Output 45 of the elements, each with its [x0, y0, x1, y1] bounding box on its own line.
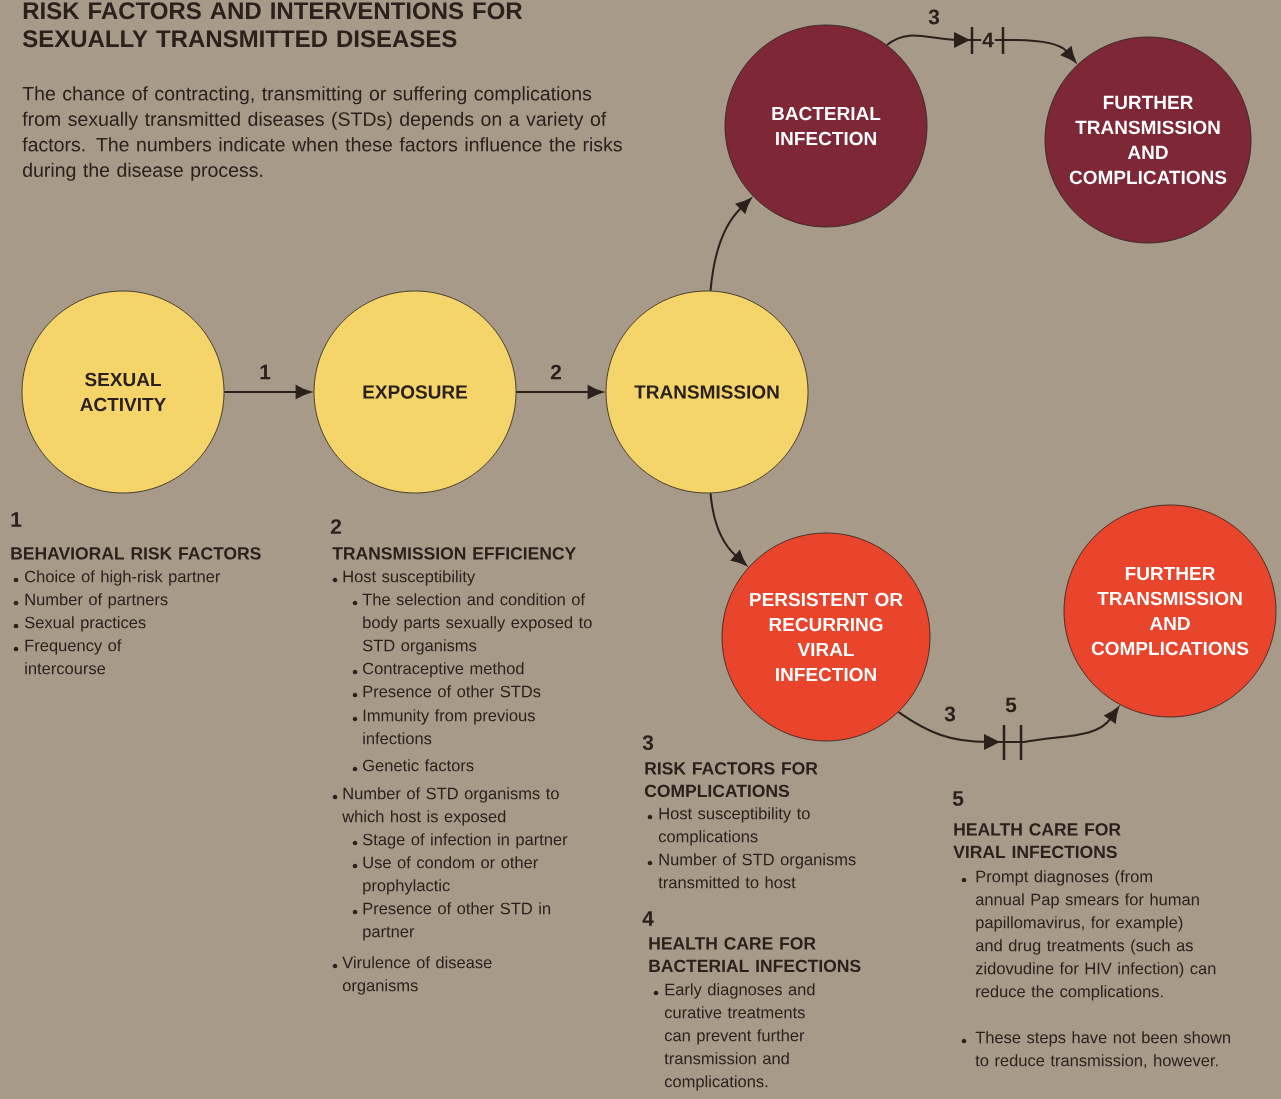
- list-item: Stage of infection in partner: [352, 833, 568, 849]
- list-item: Presence of other STDs: [352, 685, 541, 698]
- list-item: Use of condom or other prophylactic: [352, 856, 538, 895]
- list-item: Presence of other STD in partner: [352, 902, 551, 941]
- circle-node: EXPOSURE: [313, 290, 517, 494]
- section-heading: HEALTH CARE FOR VIRAL INFECTIONS: [953, 823, 1121, 859]
- list-item: The selection and condition of body parts sexually exposed to STD organisms: [352, 593, 592, 655]
- arrow: [886, 27, 1077, 63]
- step-number: 4: [642, 911, 654, 926]
- circle-node: TRANSMISSION: [605, 290, 809, 494]
- list-item: Number of partners: [13, 593, 168, 609]
- step-number: 3: [642, 735, 654, 751]
- title: RISK FACTORS AND INTERVENTIONS FOR SEXUALLY TRANSMITTED DISEASES: [22, 2, 523, 48]
- section-heading: TRANSMISSION EFFICIENCY: [332, 547, 576, 560]
- list-item: Immunity from previous infections: [352, 709, 535, 745]
- arrow: [515, 385, 603, 399]
- list-item: Host susceptibility: [332, 570, 476, 586]
- list-item: Number of STD organisms to which host is exposed: [332, 787, 559, 826]
- step-number: 2: [330, 519, 342, 534]
- step-number: 1: [11, 512, 22, 527]
- arrow: [709, 198, 752, 292]
- list-item: Early diagnoses and curative treatments can prevent further transmission and complications.: [653, 983, 815, 1091]
- step-number: 5: [952, 791, 964, 806]
- list-item: These steps have not been shown to reduce transmission, however.: [961, 1031, 1230, 1069]
- circle-node: FURTHER TRANSMISSION AND COMPLICATIONS: [1063, 504, 1277, 718]
- circle-node: PERSISTENT OR RECURRING VIRAL INFECTION: [721, 532, 931, 742]
- section-heading: HEALTH CARE FOR BACTERIAL INFECTIONS: [649, 937, 861, 973]
- list-item: Frequency of intercourse: [13, 639, 122, 675]
- intro-paragraph: The chance of contracting, transmitting or suffering complications from sexually transmitted diseases (STDs) depends on a variety of factors. The numbers indicate when these factors influence the risks during the disease process.: [22, 86, 622, 181]
- arrow: [897, 707, 1119, 760]
- list-item: Number of STD organisms transmitted to host: [647, 853, 856, 889]
- list-item: Virulence of disease organisms: [332, 956, 492, 995]
- section-heading: RISK FACTORS FOR COMPLICATIONS: [644, 762, 818, 798]
- section-heading: BEHAVIORAL RISK FACTORS: [11, 547, 261, 560]
- list-item: Contraceptive method: [352, 662, 524, 678]
- arrow: [709, 492, 747, 566]
- arrow: [223, 385, 311, 399]
- list-item: Genetic factors: [352, 759, 474, 772]
- list-item: Host susceptibility to complications: [647, 807, 810, 846]
- list-item: Prompt diagnoses (from annual Pap smears for human papillomavirus, for example) and drug treatments (such as zidovudine for HIV infection) can reduce the complications.: [961, 870, 1216, 1001]
- circle-node: SEXUAL ACTIVITY: [21, 290, 225, 494]
- list-item: Choice of high-risk partner: [13, 570, 221, 586]
- circle-node: FURTHER TRANSMISSION AND COMPLICATIONS: [1044, 36, 1252, 244]
- circle-node: BACTERIAL INFECTION: [724, 24, 928, 228]
- list-item: Sexual practices: [13, 616, 146, 632]
